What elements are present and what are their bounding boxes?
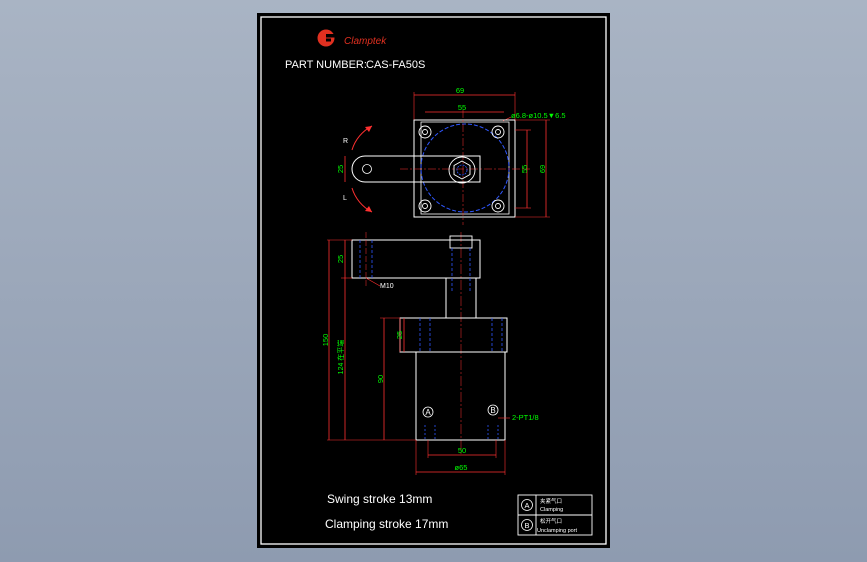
dim-bottom-inner: 50	[458, 446, 466, 455]
dim-width-inner: 55	[458, 103, 466, 112]
swing-stroke-note: Swing stroke 13mm	[327, 492, 432, 506]
port-a-marker	[422, 406, 434, 418]
drawing-frame	[260, 16, 607, 545]
hex-nut-icon	[453, 160, 471, 180]
flange-outline	[413, 119, 516, 218]
swing-arm-top	[351, 155, 481, 183]
dim-total-height: 150	[321, 334, 330, 347]
rotate-left-label: L	[343, 195, 347, 202]
legend-b-symbol: B	[524, 521, 529, 530]
legend-a-symbol: A	[524, 501, 529, 510]
dim-body-height: 90	[376, 375, 385, 383]
corner-holes	[418, 125, 505, 213]
port-legend: A 夹紧气口 Clamping B 松开气口 Unclamping port	[517, 494, 593, 536]
top-view: 69 55 ø6.8-ø10.5▼6.5 25	[336, 86, 566, 225]
port-a-label: A	[425, 408, 431, 417]
dim-arm-top: 25	[336, 165, 345, 173]
cylinder-body	[415, 351, 506, 441]
port-callout: 2-PT1/8	[512, 413, 539, 422]
dim-height-outer: 69	[538, 165, 547, 173]
clamping-stroke-note: Clamping stroke 17mm	[325, 517, 448, 531]
hole-callout: ø6.8-ø10.5▼6.5	[511, 111, 566, 120]
rotate-right-label: R	[343, 138, 348, 145]
dim-stroke-height: 124 在平端	[336, 340, 345, 375]
dim-height-inner: 55	[520, 165, 529, 173]
legend-b-cn: 松开气口	[540, 517, 562, 525]
thread-callout: M10	[380, 283, 394, 290]
swing-arm-side	[351, 239, 481, 279]
dim-width-outer: 69	[456, 86, 464, 95]
port-b-label: B	[490, 406, 495, 415]
clamptek-logo: Clamptek	[317, 29, 387, 47]
dim-body-top: 25	[395, 331, 404, 339]
part-number-value: CAS-FA50S	[366, 59, 425, 71]
legend-a-en: Clamping	[540, 507, 563, 513]
legend-a-cn: 夹紧气口	[540, 497, 562, 505]
cylinder-body-hidden	[420, 123, 510, 213]
legend-b-en: Unclamping port	[537, 528, 578, 534]
drawing-sheet	[257, 13, 610, 548]
side-view: M10 A B 2-PT1/8 150 124 在平端 25 90	[321, 232, 539, 475]
dim-bottom-outer: ø65	[455, 463, 468, 472]
part-number-label: PART NUMBER:	[285, 59, 367, 71]
logo-text: Clamptek	[344, 36, 387, 47]
dim-arm-side: 25	[336, 255, 345, 263]
port-b-marker	[487, 404, 499, 416]
logo-mark-icon	[317, 29, 335, 47]
